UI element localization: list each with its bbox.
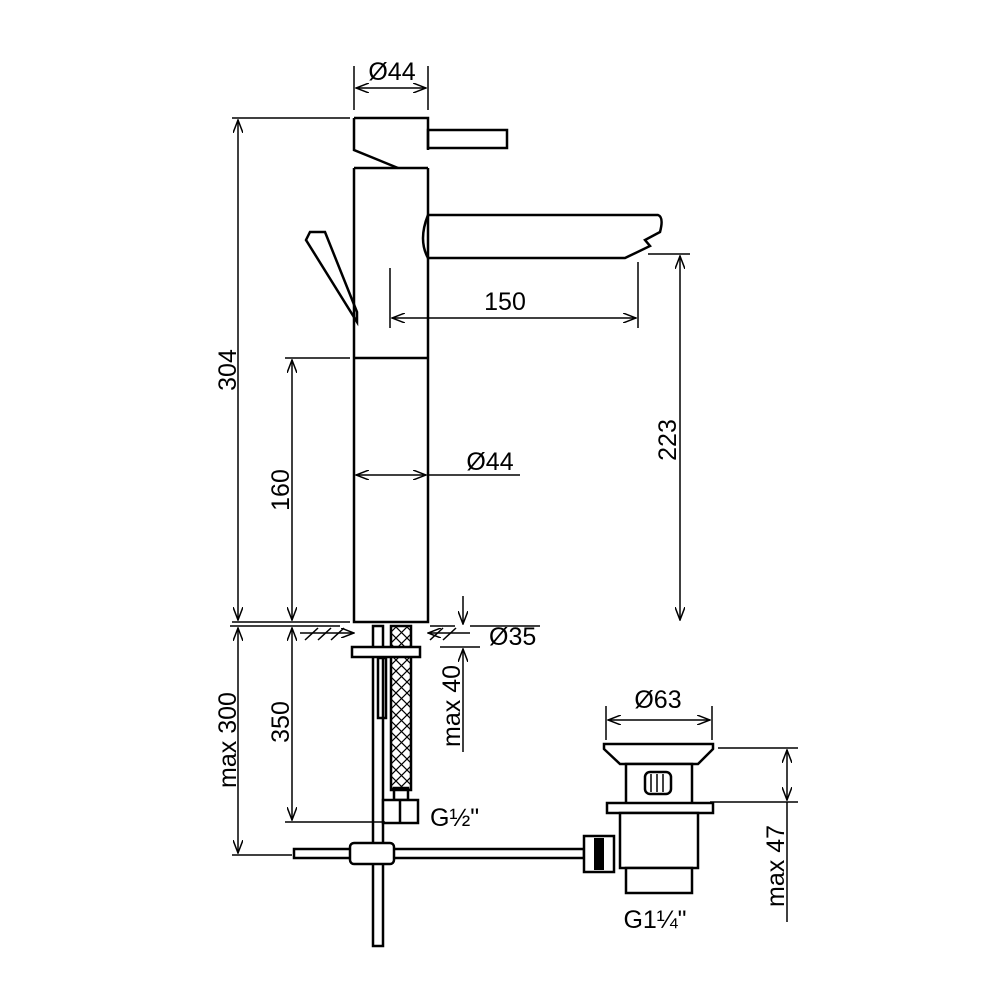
- max-counter-thickness-label: max 40: [438, 665, 466, 747]
- rod-clamp: [348, 841, 396, 866]
- supply-thread-label: G½": [430, 804, 479, 832]
- body-diameter-label: Ø44: [466, 448, 513, 476]
- countertop: [230, 625, 540, 641]
- lower-body-height-label: 160: [267, 469, 295, 511]
- spout-reach-label: 150: [484, 288, 526, 316]
- mounting-washer: [350, 645, 422, 659]
- drain-rod: [292, 847, 586, 860]
- spout-height-label: 223: [654, 419, 682, 461]
- drain-thread-label: G1¼": [623, 906, 686, 934]
- total-height-label: 304: [214, 349, 242, 391]
- spout: [421, 213, 663, 260]
- pop-up-lift-rod: [304, 230, 359, 327]
- hole-diameter-label: Ø35: [489, 623, 536, 651]
- faucet-body: [304, 116, 663, 624]
- max-rod-depth-label: max 300: [214, 692, 242, 788]
- pop-up-drain: [582, 742, 715, 895]
- flexible-hose: [389, 624, 413, 792]
- max-drain-height-label: max 47: [762, 825, 790, 907]
- hose-length-label: 350: [267, 701, 295, 743]
- drain-diameter-label: Ø63: [634, 686, 681, 714]
- top-diameter-label: Ø44: [368, 58, 415, 86]
- handle-lever: [426, 128, 509, 150]
- dimension-lines: [232, 66, 798, 922]
